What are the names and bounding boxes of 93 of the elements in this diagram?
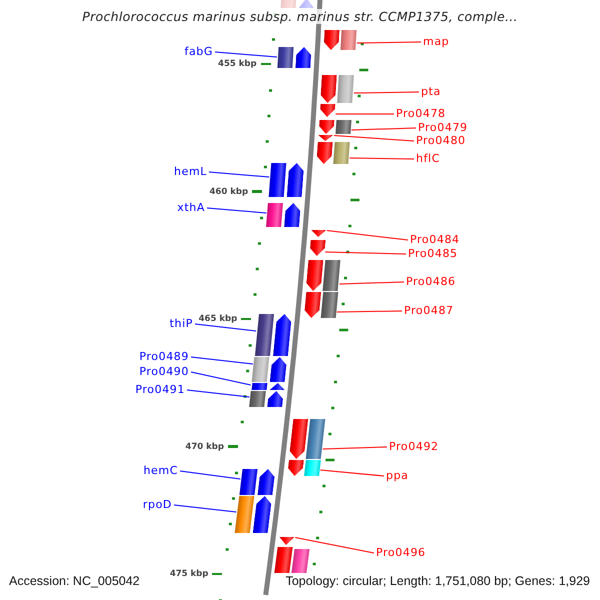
gene-block [234, 496, 254, 533]
scale-label: 470 kbp [185, 442, 238, 452]
gene-block [316, 142, 333, 164]
leader-line [356, 42, 422, 44]
gene-block [319, 104, 336, 117]
gene-block [252, 357, 270, 382]
gene-block [303, 292, 321, 318]
gene-block [292, 549, 310, 573]
gene-label: fabG [184, 45, 213, 58]
leader-line [190, 356, 254, 364]
leader-line [208, 172, 270, 178]
gene-block [270, 357, 288, 382]
gene-block [266, 203, 284, 227]
gene-block [335, 120, 352, 134]
leader-line [180, 470, 241, 480]
gene-label: rpoD [142, 498, 172, 511]
leader-line [190, 372, 252, 386]
gene-block [252, 496, 272, 533]
leader-line [353, 92, 420, 94]
gene-label: Pro0496 [376, 546, 426, 559]
gene-label: hflC [416, 152, 440, 165]
gene-label: map [423, 35, 450, 48]
gene-label: Pro0479 [418, 121, 468, 134]
gene-block [333, 142, 350, 164]
leader-line [349, 158, 414, 160]
info-text: Accession: NC_005042 [9, 574, 140, 589]
leader-line [339, 282, 404, 284]
gene-label: Pro0478 [396, 107, 446, 120]
gene-block [249, 391, 266, 407]
leader-line [351, 128, 416, 130]
gene-label: Pro0485 [408, 247, 458, 260]
gene-label: ppa [386, 469, 409, 482]
leader-line [326, 230, 408, 240]
leader-line [336, 310, 402, 312]
gene-label: pta [421, 85, 441, 98]
gene-block [337, 75, 354, 103]
gene-label: Pro0486 [406, 275, 456, 288]
leader-line [294, 537, 374, 554]
gene-block [322, 260, 341, 291]
gene-label: Pro0487 [404, 304, 454, 317]
gene-label: hemL [174, 165, 207, 178]
scale-label: 460 kbp [210, 186, 262, 196]
gene-block [257, 469, 276, 495]
gene-label: thiP [170, 317, 193, 330]
gene-block [295, 47, 312, 68]
gene-block [267, 391, 284, 407]
gene-block [288, 419, 308, 459]
gene-block [269, 383, 285, 390]
gene-block [323, 30, 340, 50]
gene-label: Pro0490 [139, 365, 189, 378]
gene-block [286, 460, 304, 476]
gene-block [318, 135, 334, 141]
gene-label: Pro0484 [410, 233, 460, 246]
gene-label: Pro0491 [135, 383, 185, 396]
leader-line [320, 470, 384, 476]
leader-line [324, 252, 406, 254]
gene-block [239, 469, 258, 495]
gene-block [306, 260, 324, 291]
leader-line [186, 390, 250, 398]
scale-label: 475 kbp [170, 569, 222, 579]
gene-block [306, 419, 326, 459]
leader-line [194, 324, 257, 332]
gene-label: Pro0480 [416, 134, 466, 147]
scale-label: 465 kbp [198, 314, 252, 324]
leader-line [214, 52, 278, 58]
gene-block [340, 30, 356, 50]
gene-block [286, 163, 304, 197]
gene-block [308, 240, 326, 256]
gene-label: Pro0489 [139, 350, 189, 363]
scale-label: 455 kbp [218, 59, 271, 69]
gene-label: xthA [177, 201, 205, 214]
leader-line [174, 504, 237, 512]
gene-block [310, 230, 326, 237]
gene-block [298, 0, 314, 8]
title: Prochlorococcus marinus subsp. marinus str. CCMP1375, comple... [82, 9, 518, 24]
gene-block [272, 314, 292, 356]
gene-block [251, 383, 267, 390]
gene-block [320, 75, 337, 103]
gene-block [268, 163, 286, 197]
leader-line [322, 446, 388, 450]
leader-line [334, 135, 414, 142]
gene-block [277, 47, 294, 68]
gene-label: hemC [143, 464, 178, 477]
gene-block [284, 203, 302, 227]
info-text: Topology: circular; Length: 1,751,080 bp; Genes: 1,929 [286, 574, 590, 589]
leader-line [206, 208, 267, 214]
gene-block [318, 120, 334, 134]
gene-block [274, 547, 293, 573]
gene-label: Pro0492 [389, 440, 439, 453]
gene-block [304, 460, 320, 476]
gene-block [254, 314, 274, 356]
gene-block [278, 537, 294, 545]
gene-block [320, 292, 338, 318]
